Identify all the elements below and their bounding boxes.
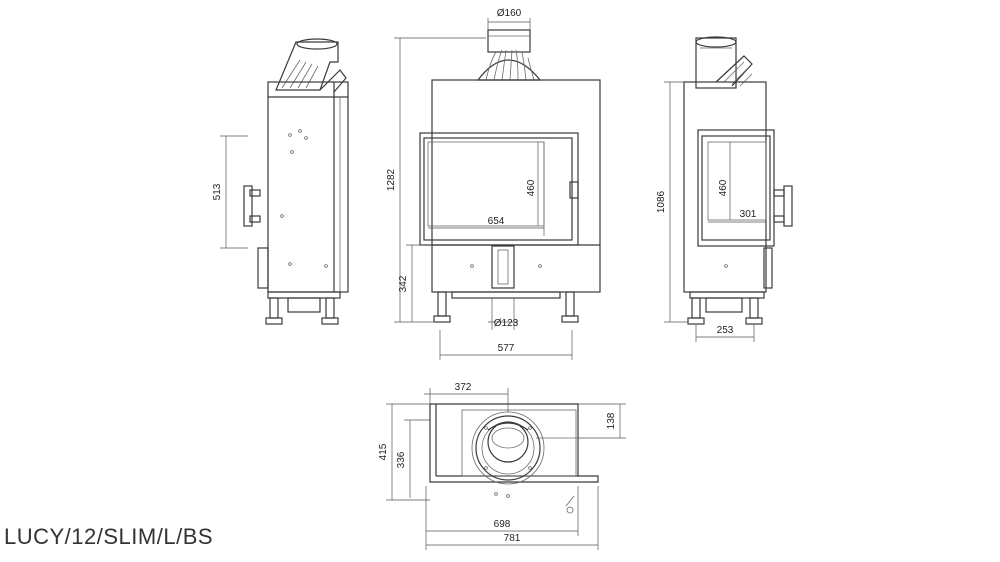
dim-138: 138: [606, 412, 617, 429]
dim-336: 336: [396, 451, 407, 468]
dim-781: 781: [504, 533, 521, 544]
dim-654: 654: [488, 216, 505, 227]
plan-view: 372 138 415 336 698 781: [378, 382, 626, 550]
front-view: Ø160 654 460 Ø123 577: [386, 8, 601, 360]
left-side-view: 513: [212, 38, 349, 325]
dim-flue-160: Ø160: [497, 8, 522, 19]
dim-253: 253: [717, 325, 734, 336]
dim-front-460: 460: [526, 179, 537, 196]
dim-side-460: 460: [718, 179, 729, 196]
dim-air-123: Ø123: [494, 318, 519, 329]
dim-372: 372: [455, 382, 472, 393]
dim-1086: 1086: [656, 190, 667, 213]
dim-342: 342: [398, 275, 409, 292]
model-title: LUCY/12/SLIM/L/BS: [4, 524, 214, 549]
dim-415: 415: [378, 443, 389, 460]
dim-1282: 1282: [386, 168, 397, 191]
dim-577: 577: [498, 343, 515, 354]
dim-513: 513: [212, 183, 223, 200]
right-side-view: 301 460 1086 253: [656, 36, 793, 342]
dim-301: 301: [740, 209, 757, 220]
dim-698: 698: [494, 519, 511, 530]
